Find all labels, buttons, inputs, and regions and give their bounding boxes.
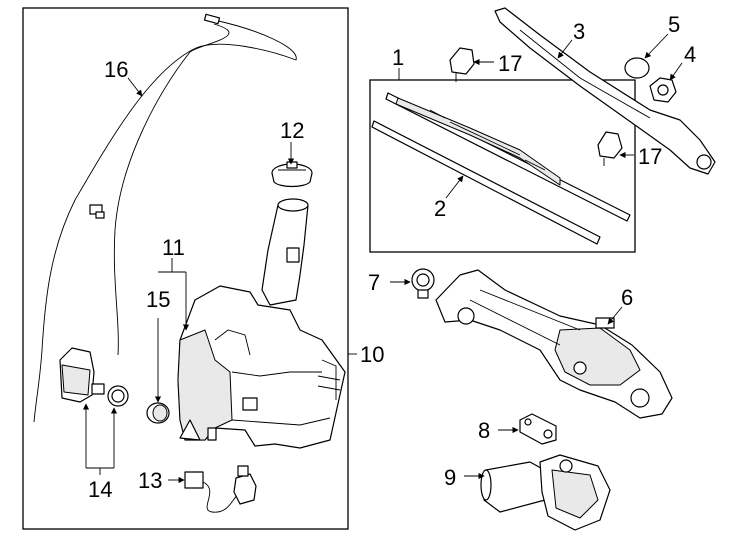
wiper-motor-icon — [480, 454, 611, 531]
callout-14: 14 — [88, 477, 112, 502]
callout-13: 13 — [138, 468, 162, 493]
wiper-linkage-icon — [435, 269, 673, 419]
blade-group-frame — [369, 79, 636, 253]
callout-3: 3 — [573, 19, 585, 44]
washer-nozzle-icon — [449, 47, 623, 166]
washer-pump-icon — [59, 347, 129, 407]
reservoir-cap-icon — [271, 161, 313, 188]
washer-group-frame — [22, 7, 349, 530]
callout-8: 8 — [478, 418, 490, 443]
callout-6: 6 — [621, 285, 633, 310]
arm-cap-icon — [624, 57, 650, 79]
callout-7: 7 — [368, 270, 380, 295]
callout-4: 4 — [684, 42, 696, 67]
callout-10: 10 — [360, 342, 384, 367]
wiper-arm-icon — [494, 7, 716, 175]
pump-grommet-icon — [146, 402, 170, 424]
washer-hose-icon — [33, 13, 297, 423]
callout-17-right: 17 — [638, 144, 662, 169]
callout-11: 11 — [162, 235, 185, 260]
callout-15: 15 — [146, 287, 170, 312]
linkage-bolt-icon — [411, 268, 435, 299]
arm-nut-icon — [649, 77, 677, 103]
wiper-blade-icon — [371, 92, 631, 245]
callout-5: 5 — [668, 12, 680, 37]
washer-harness-icon — [184, 465, 257, 513]
callout-16: 16 — [104, 57, 128, 82]
washer-reservoir-icon — [177, 198, 346, 449]
leader-lines — [82, 33, 683, 484]
callout-2: 2 — [434, 196, 446, 221]
callout-1: 1 — [392, 45, 404, 70]
motor-bracket-icon — [519, 413, 557, 445]
callout-17-top: 17 — [498, 51, 522, 76]
callout-9: 9 — [444, 465, 456, 490]
callout-12: 12 — [280, 118, 304, 143]
